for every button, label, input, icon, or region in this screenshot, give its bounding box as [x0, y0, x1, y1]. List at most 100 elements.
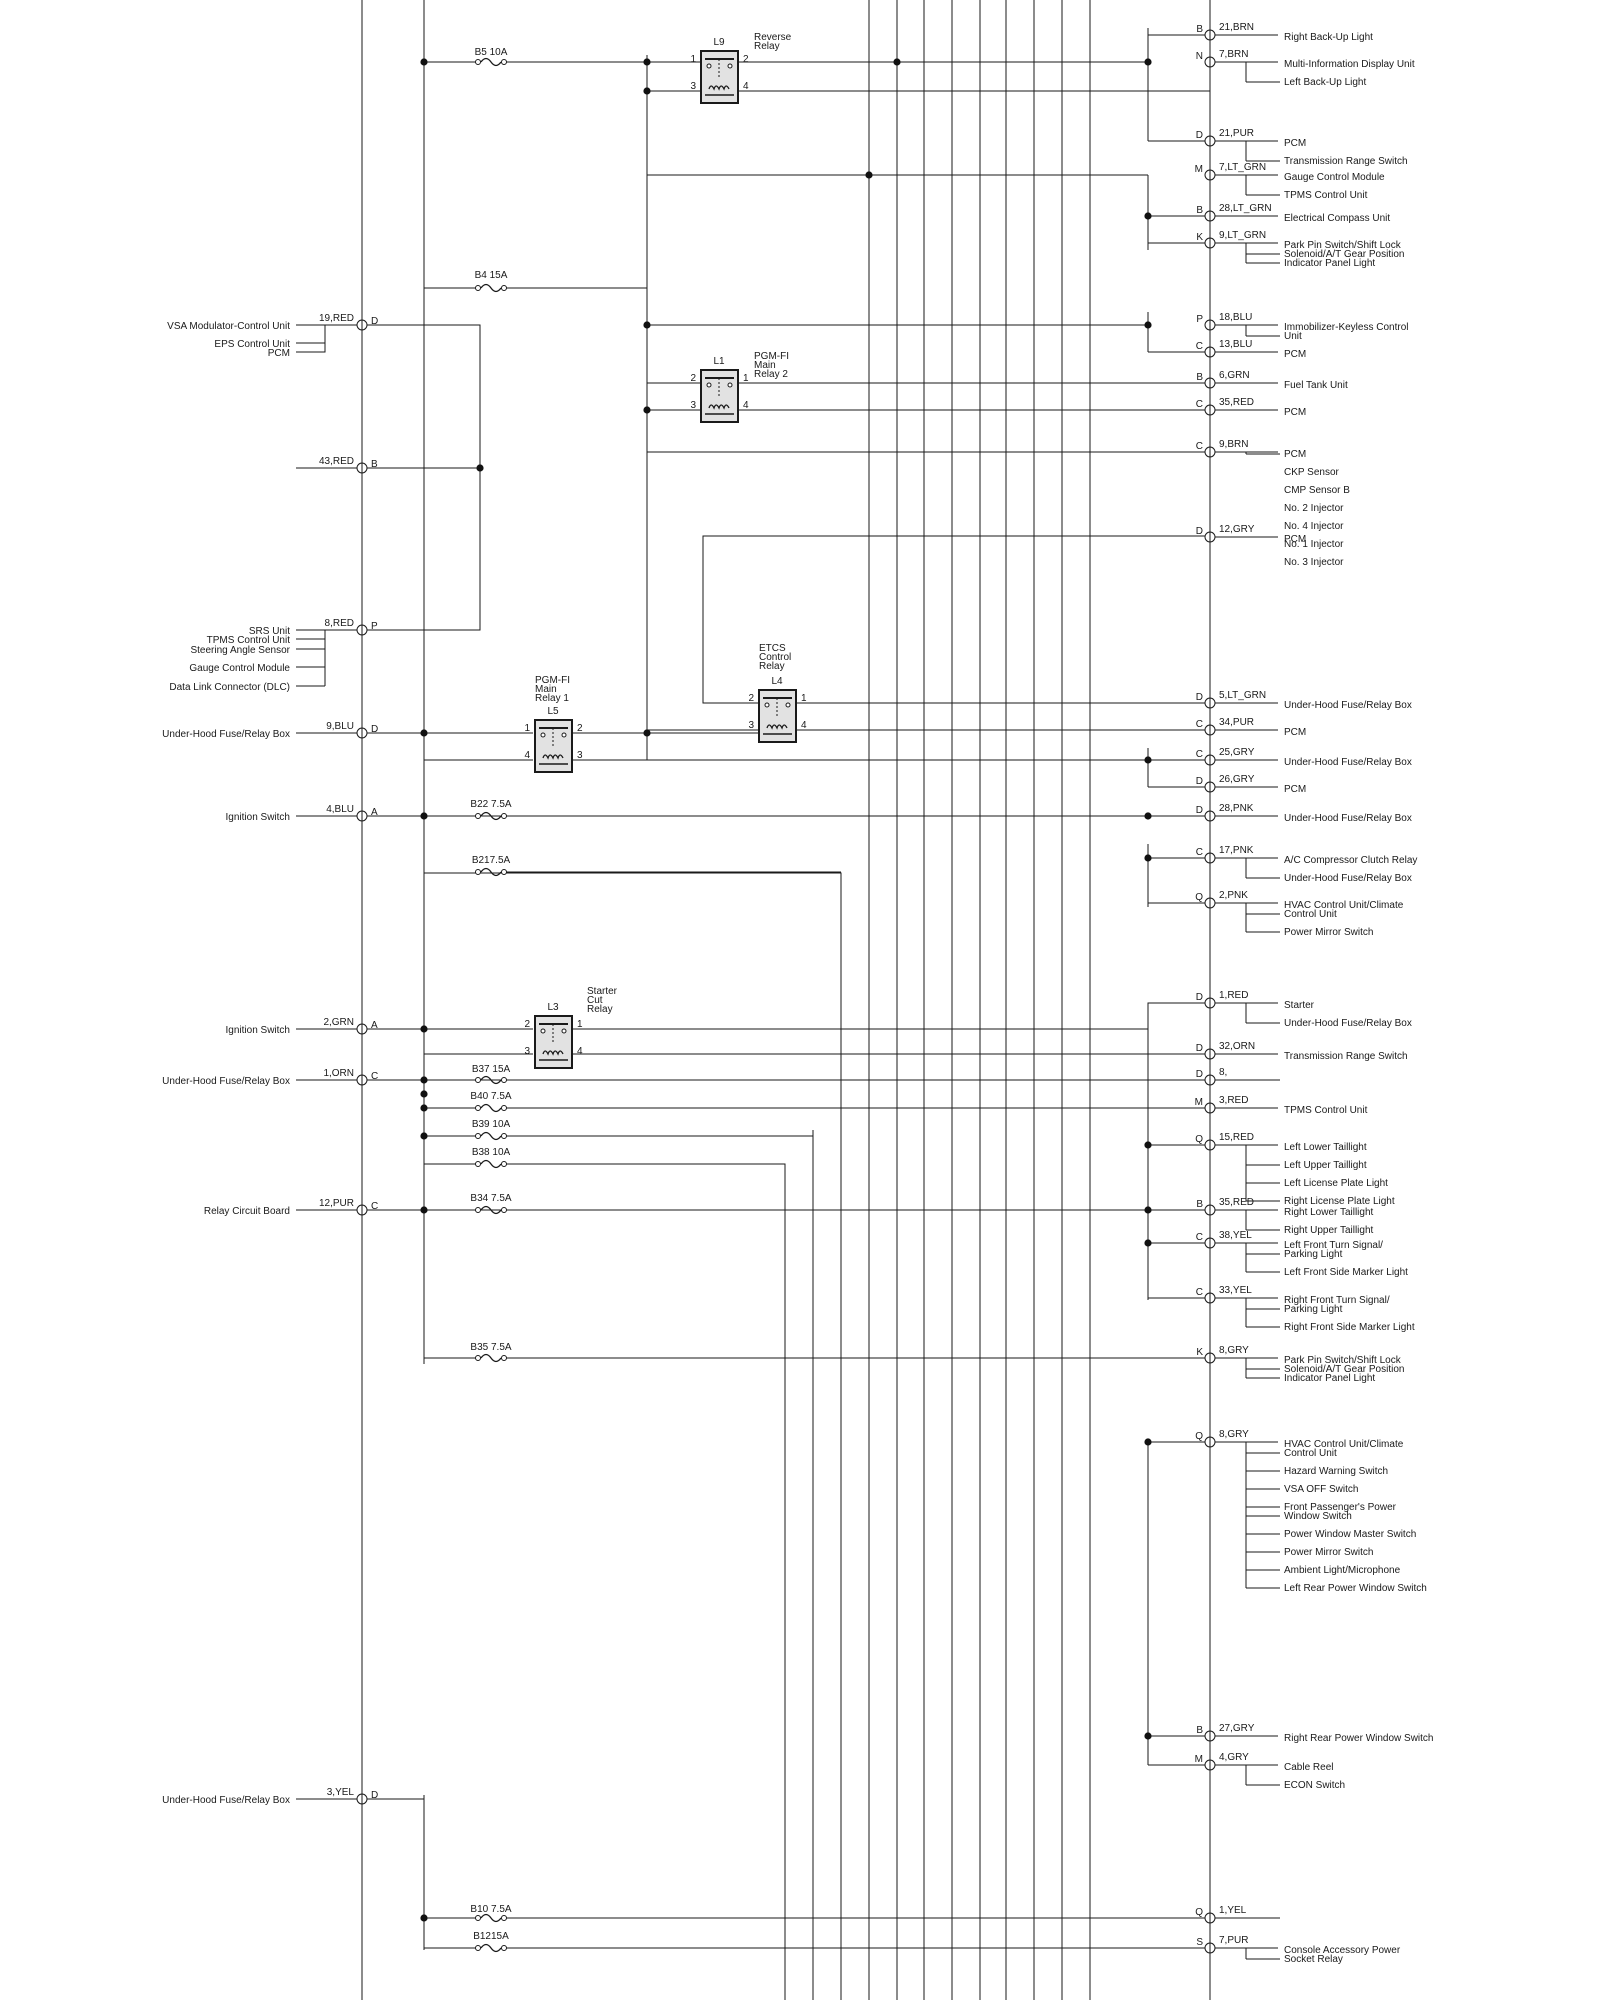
wire	[572, 1002, 1210, 1030]
connector-pin-r-18-blu	[1204, 319, 1216, 331]
connector-pin-r-15-red	[1204, 1139, 1216, 1151]
connector-pin-r-9-brn	[1204, 446, 1216, 458]
wire-label-r-8-gry-k: 8,GRY	[1219, 1345, 1249, 1356]
pin-label-r-2-pnk: Q	[1195, 892, 1203, 903]
device-label: TPMS Control Unit	[207, 635, 291, 646]
pin-label-2-grn: A	[371, 1020, 378, 1031]
device-label-r-15-red: Left License Plate Light	[1284, 1178, 1388, 1189]
connector-pin-r-26-gry	[1204, 781, 1216, 793]
relay-pin: 1	[524, 723, 530, 734]
pin-label-r-26-gry: D	[1196, 776, 1203, 787]
splice-dot	[1144, 321, 1152, 329]
relay-l4	[758, 689, 797, 743]
splice-dot	[643, 87, 651, 95]
splice-dot	[893, 58, 901, 66]
device-label-r-33-yel: Right Front Turn Signal/	[1284, 1295, 1390, 1306]
connector-pin-r-7-ltgrn	[1204, 169, 1216, 181]
device-label-r-9-ltgrn: Park Pin Switch/Shift Lock	[1284, 240, 1402, 251]
fuse-b22	[475, 811, 507, 821]
fuse-b38	[475, 1159, 507, 1169]
device-label-r-1-red: Under-Hood Fuse/Relay Box	[1284, 1018, 1412, 1029]
relay-pin: 3	[690, 400, 696, 411]
device-label-r-21-pur: PCM	[1284, 138, 1306, 149]
relay-code-l1: L1	[713, 356, 725, 367]
relay-name-l3: Relay	[587, 1004, 613, 1015]
wire-label-r-26-gry: 26,GRY	[1219, 774, 1255, 785]
device-label-r-26-gry: PCM	[1284, 784, 1306, 795]
relay-name-l1: Relay 2	[754, 369, 788, 380]
connector-pin-12-pur	[356, 1204, 368, 1216]
device-label-r-33-yel: Right Front Side Marker Light	[1284, 1322, 1415, 1333]
device-label-r-9-brn: No. 4 Injector	[1284, 521, 1344, 532]
connector-pin-9-blu	[356, 727, 368, 739]
splice-dot	[420, 812, 428, 820]
device-label-r-9-brn: CMP Sensor B	[1284, 485, 1350, 496]
pin-label-r-17-pnk: C	[1196, 847, 1203, 858]
connector-pin-r-8	[1204, 1074, 1216, 1086]
device-label-r-7-ltgrn: Gauge Control Module	[1284, 172, 1385, 183]
splice-dot	[420, 1076, 428, 1084]
connector-pin-r-33-yel	[1204, 1292, 1216, 1304]
pin-label-r-9-ltgrn: K	[1196, 232, 1203, 243]
relay-name-l4: Relay	[759, 661, 785, 672]
fuse-b21	[475, 867, 507, 877]
device-label-r-38-yel: Left Front Turn Signal/	[1284, 1240, 1383, 1251]
device-label-r-9-brn: No. 3 Injector	[1284, 557, 1344, 568]
splice-dot	[420, 1104, 428, 1112]
device-label-r-8-gry-q: Ambient Light/Microphone	[1284, 1565, 1401, 1576]
relay-l1	[700, 369, 739, 423]
wire-label-r-35-red-b: 35,RED	[1219, 1197, 1254, 1208]
pin-label-r-18-blu: P	[1196, 314, 1203, 325]
relay-l9	[700, 50, 739, 104]
wire-label-12-pur: 12,PUR	[319, 1198, 354, 1209]
fuse-b4	[475, 283, 507, 293]
wire-label-r-7-brn: 7,BRN	[1219, 49, 1248, 60]
pin-label-r-1-yel: Q	[1195, 1907, 1203, 1918]
connector-pin-r-4-gry	[1204, 1759, 1216, 1771]
wire-label-r-1-yel: 1,YEL	[1219, 1905, 1247, 1916]
device-label-r-17-pnk: Under-Hood Fuse/Relay Box	[1284, 873, 1412, 884]
relay-pin: 4	[524, 750, 530, 761]
connector-pin-r-21-brn	[1204, 29, 1216, 41]
device-label-r-2-pnk: Power Mirror Switch	[1284, 927, 1373, 938]
device-label-r-15-red: Left Upper Taillight	[1284, 1160, 1367, 1171]
splice-dot	[1144, 756, 1152, 764]
wire-label-r-21-brn: 21,BRN	[1219, 22, 1254, 33]
relay-code-l9: L9	[713, 37, 725, 48]
splice-dot	[420, 1025, 428, 1033]
pin-label-r-21-brn: B	[1196, 24, 1203, 35]
device-label: Steering Angle Sensor	[190, 645, 290, 656]
pin-label-12-pur: C	[371, 1201, 378, 1212]
pin-label-r-9-brn: C	[1196, 441, 1203, 452]
device-label-r-13-blu: PCM	[1284, 349, 1306, 360]
device-label-r-8-gry-q: Control Unit	[1284, 1448, 1337, 1459]
pin-label-r-27-gry: B	[1196, 1725, 1203, 1736]
pin-label-r-21-pur: D	[1196, 130, 1203, 141]
relay-code-l4: L4	[771, 676, 783, 687]
splice-dot	[1144, 1438, 1152, 1446]
connector-pin-r-34-pur	[1204, 724, 1216, 736]
fuse-b12	[475, 1943, 507, 1953]
wire-19-red-loop	[367, 324, 481, 631]
connector-pin-r-28-ltgrn	[1204, 210, 1216, 222]
device-label-r-35-red-b: Right Lower Taillight	[1284, 1207, 1374, 1218]
fuse-b37	[475, 1075, 507, 1085]
connector-pin-r-25-gry	[1204, 754, 1216, 766]
device-label-r-38-yel: Parking Light	[1284, 1249, 1343, 1260]
device-label-r-7-brn: Multi-Information Display Unit	[1284, 59, 1415, 70]
relay-name-l5: PGM-FI	[535, 675, 570, 686]
fuse-label-b21: B217.5A	[472, 855, 511, 866]
wire-label-r-7-ltgrn: 7,LT_GRN	[1219, 162, 1266, 173]
device-label-r-9-brn: CKP Sensor	[1284, 467, 1340, 478]
splice-dot	[643, 58, 651, 66]
fuse-label-b4: B4 15A	[475, 270, 508, 281]
wire-label-r-28-ltgrn: 28,LT_GRN	[1219, 203, 1272, 214]
connector-pin-r-3-red	[1204, 1102, 1216, 1114]
device-label: Data Link Connector (DLC)	[169, 682, 290, 693]
pin-label-r-8: D	[1196, 1069, 1203, 1080]
device-label-r-38-yel: Left Front Side Marker Light	[1284, 1267, 1408, 1278]
wire-label-r-27-gry: 27,GRY	[1219, 1723, 1255, 1734]
device-label-r-33-yel: Parking Light	[1284, 1304, 1343, 1315]
device-label-r-8-gry-k: Indicator Panel Light	[1284, 1373, 1375, 1384]
